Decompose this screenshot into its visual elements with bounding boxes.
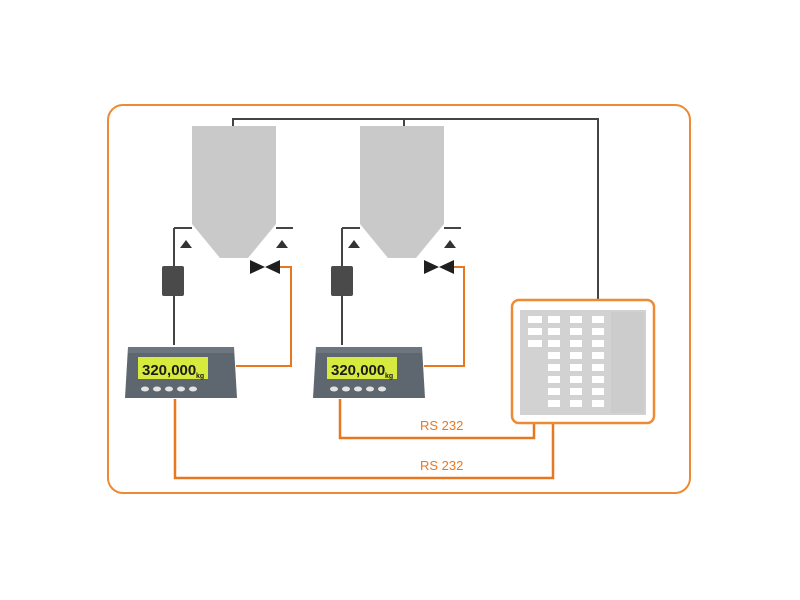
plc-module-slot bbox=[548, 328, 560, 335]
valve-icon-1 bbox=[250, 260, 280, 274]
indicator-2-key-4 bbox=[366, 386, 374, 392]
indicator-2-value: 320,000 bbox=[331, 362, 385, 379]
indicator-1-key-4 bbox=[177, 386, 185, 392]
weight-indicator-1: 320,000 kg bbox=[125, 347, 237, 398]
plc-display-area bbox=[611, 312, 644, 413]
indicator-1-key-5 bbox=[189, 386, 197, 392]
plc-module-slot bbox=[548, 364, 560, 371]
indicator-1-unit: kg bbox=[196, 373, 204, 380]
plc-module-slot bbox=[548, 376, 560, 383]
plc-module-slot bbox=[592, 364, 604, 371]
plc-module-slot bbox=[528, 328, 542, 335]
plc-module-slot bbox=[592, 352, 604, 359]
plc-module-slot bbox=[548, 316, 560, 323]
load-cell-cables bbox=[173, 228, 343, 345]
plc-module-slot bbox=[570, 364, 582, 371]
junction-box-2 bbox=[331, 266, 353, 296]
weight-indicator-2: 320,000 kg bbox=[313, 347, 425, 398]
plc-module-slot bbox=[592, 340, 604, 347]
plc-module-slot bbox=[528, 316, 542, 323]
indicator-1-value: 320,000 bbox=[142, 362, 196, 379]
top-bus bbox=[232, 118, 599, 300]
plc-panel bbox=[510, 298, 656, 425]
plc-module-slot bbox=[548, 400, 560, 407]
plc-module-slot bbox=[570, 352, 582, 359]
plc-module-slot bbox=[570, 328, 582, 335]
load-cell-mount-right-2 bbox=[444, 240, 456, 248]
valve-control-cables bbox=[236, 266, 465, 367]
rs232-label-1: RS 232 bbox=[420, 418, 463, 433]
indicator-1-key-2 bbox=[153, 386, 161, 392]
plc-module-slot bbox=[570, 400, 582, 407]
plc-module-slot bbox=[592, 388, 604, 395]
plc-module-slot bbox=[570, 376, 582, 383]
lcd-display-2 bbox=[327, 357, 397, 379]
load-cell-mount-left-1 bbox=[180, 240, 192, 248]
plc-module-slot bbox=[592, 400, 604, 407]
rs232-label-2: RS 232 bbox=[420, 458, 463, 473]
indicator-1-key-3 bbox=[165, 386, 173, 392]
indicator-2-key-3 bbox=[354, 386, 362, 392]
plc-module-slot bbox=[592, 316, 604, 323]
rs232-cables bbox=[173, 399, 555, 480]
plc-module-slot bbox=[548, 388, 560, 395]
indicator-2-unit: kg bbox=[385, 373, 393, 380]
plc-module-slot bbox=[570, 316, 582, 323]
silo-1 bbox=[174, 126, 293, 258]
plc-module-slot bbox=[548, 352, 560, 359]
load-cell-mount-left-2 bbox=[348, 240, 360, 248]
indicator-2-key-5 bbox=[378, 386, 386, 392]
indicator-2-key-1 bbox=[330, 386, 338, 392]
valve-icon-2 bbox=[424, 260, 454, 274]
plc-module-slot bbox=[548, 340, 560, 347]
indicator-1-key-1 bbox=[141, 386, 149, 392]
lcd-display-1 bbox=[138, 357, 208, 379]
plc-module-slot bbox=[592, 376, 604, 383]
indicator-2-key-2 bbox=[342, 386, 350, 392]
plc-module-slot bbox=[570, 388, 582, 395]
load-cell-mount-right-1 bbox=[276, 240, 288, 248]
plc-module-slot bbox=[592, 328, 604, 335]
plc-module-slot bbox=[570, 340, 582, 347]
silo-2 bbox=[342, 126, 461, 258]
junction-box-1 bbox=[162, 266, 184, 296]
plc-modules bbox=[528, 316, 604, 407]
system-frame bbox=[107, 104, 691, 494]
plc-module-slot bbox=[528, 340, 542, 347]
